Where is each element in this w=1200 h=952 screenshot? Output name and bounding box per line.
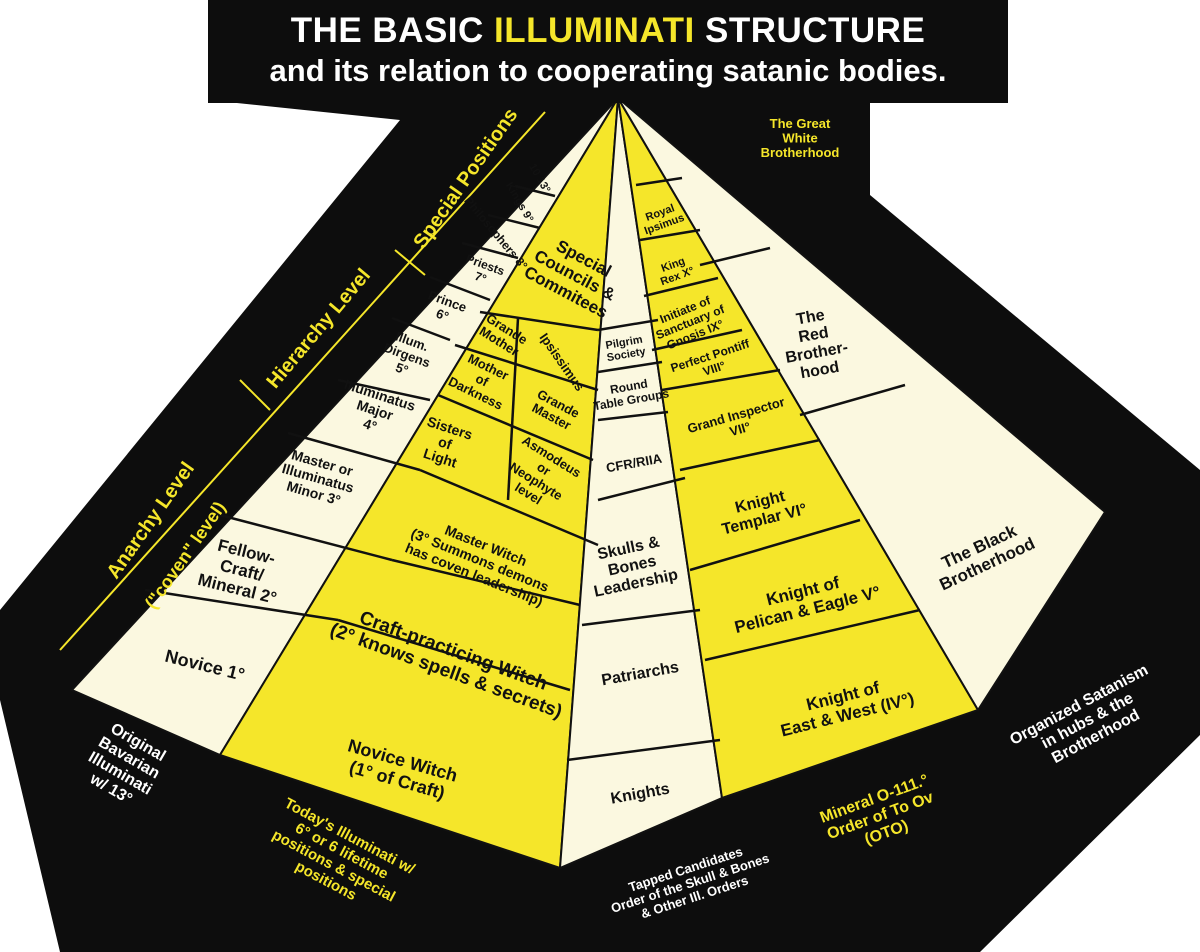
- level-brackets: [59, 111, 546, 651]
- title-highlight: ILLUMINATI: [494, 11, 695, 50]
- title-box: THE BASIC ILLUMINATI STRUCTURE and its r…: [208, 0, 1008, 103]
- b-red: TheRedBrother-hood: [778, 304, 852, 385]
- divider-lines: [144, 176, 921, 762]
- page-subtitle: and its relation to cooperating satanic …: [269, 53, 947, 88]
- d5: Illum.Dirgens5°: [377, 326, 438, 384]
- title-part1: THE BASIC: [290, 11, 495, 50]
- face-brotherhood: [617, 97, 1107, 712]
- title-part2: STRUCTURE: [694, 11, 926, 50]
- page-title: THE BASIC ILLUMINATI STRUCTURE: [208, 10, 1008, 52]
- pyramid-faces: [70, 97, 1107, 870]
